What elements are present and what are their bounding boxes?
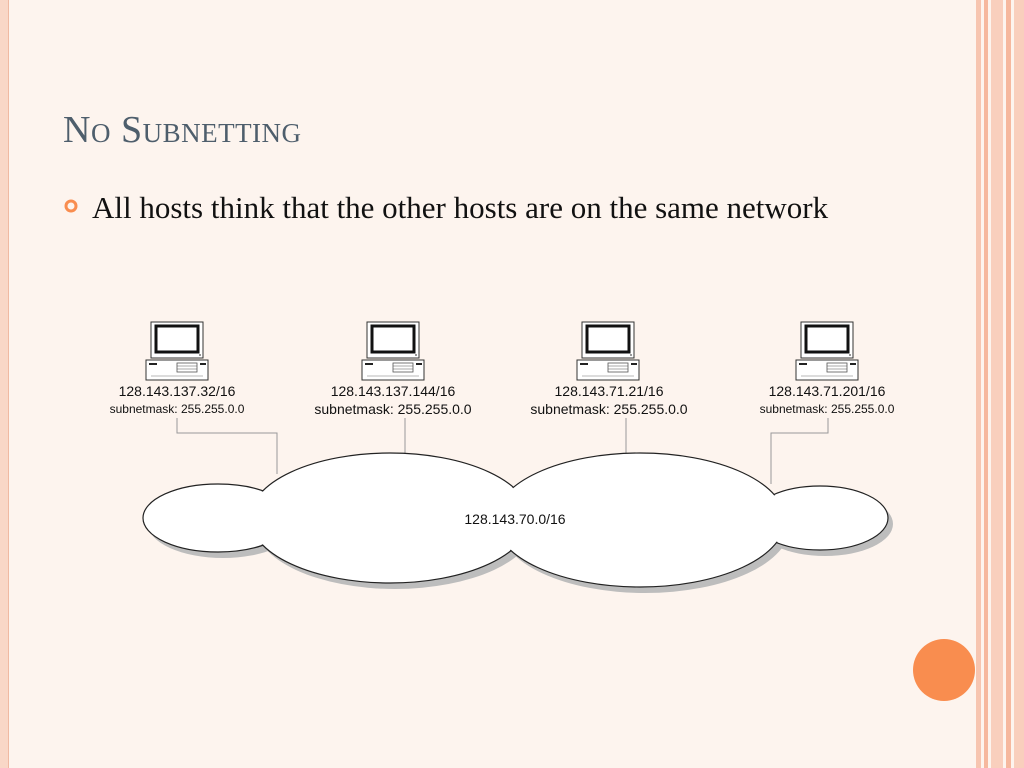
computer-icon [575,320,641,382]
right-border-stripe [1014,0,1024,768]
right-border-stripe [976,0,981,768]
host-subnetmask-label: subnetmask: 255.255.0.0 [314,401,471,417]
host-ip-label: 128.143.71.21/16 [555,383,664,399]
right-border-stripe [991,0,1003,768]
host-connector-line [176,418,278,474]
host-subnetmask-label: subnetmask: 255.255.0.0 [760,402,895,416]
network-cloud [142,452,889,588]
computer-icon [794,320,860,382]
decorative-orange-circle [913,639,975,701]
bullet-circle-icon [64,199,78,213]
host-subnetmask-label: subnetmask: 255.255.0.0 [530,401,687,417]
right-border-stripe [984,0,988,768]
slide-title: No Subnetting [63,109,302,151]
host-ip-label: 128.143.71.201/16 [769,383,886,399]
host-subnetmask-label: subnetmask: 255.255.0.0 [110,402,245,416]
cloud-network-label: 128.143.70.0/16 [464,511,565,527]
host-ip-label: 128.143.137.32/16 [119,383,236,399]
computer-icon [144,320,210,382]
computer-icon [360,320,426,382]
left-border-stripe [0,0,9,768]
host-connector-line [770,418,829,484]
bullet-text: All hosts think that the other hosts are… [92,190,829,225]
right-border-stripe [1006,0,1011,768]
host-ip-label: 128.143.137.144/16 [331,383,456,399]
